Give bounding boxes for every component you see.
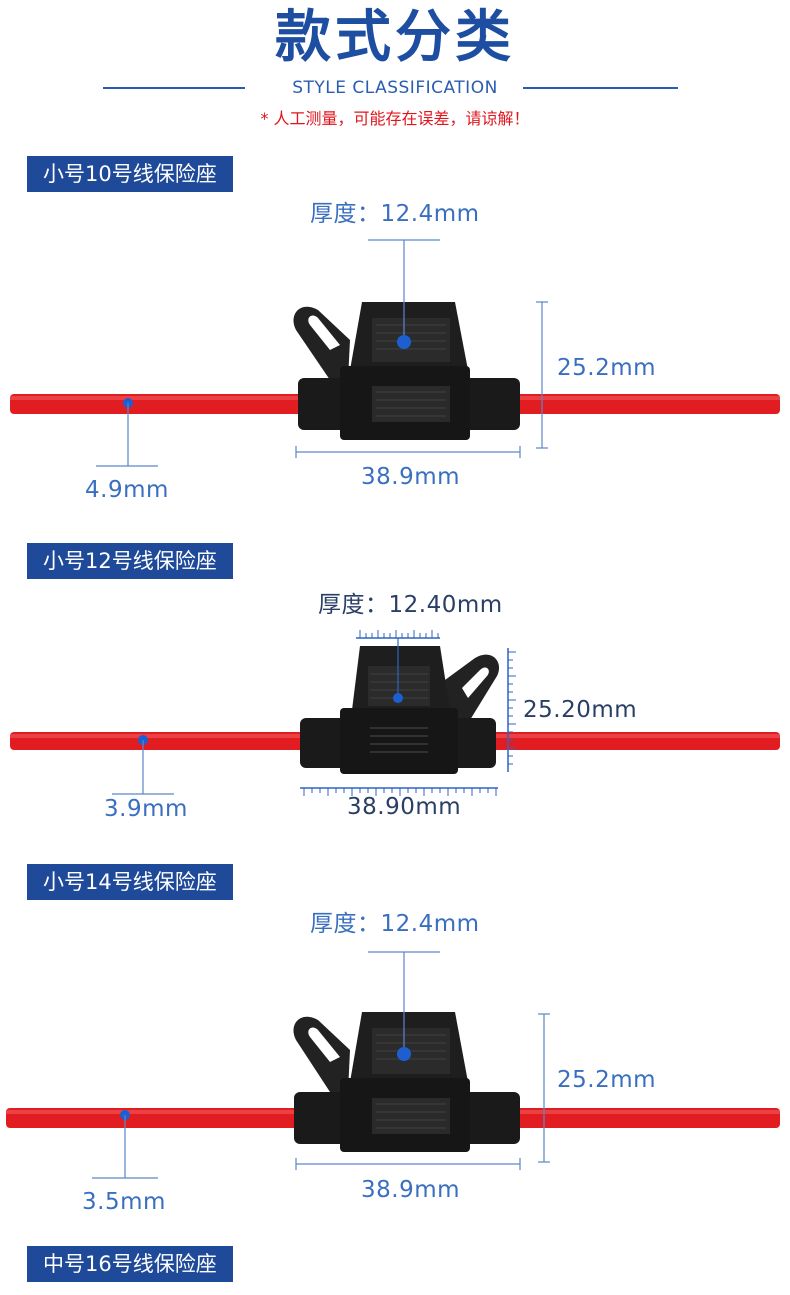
section-label-16: 中号16号线保险座 <box>27 1246 233 1282</box>
wire-diameter-dimension: 3.9mm <box>104 796 188 822</box>
fuse-holder-image <box>10 630 780 796</box>
fuse-holder-image <box>6 951 780 1179</box>
thickness-point <box>397 335 411 349</box>
thickness-dimension: 厚度：12.40mm <box>318 592 503 618</box>
measurement-note: * 人工测量，可能存在误差，请谅解！ <box>260 109 530 128</box>
section-label-10: 小号10号线保险座 <box>27 156 233 192</box>
page-subtitle: STYLE CLASSIFICATION <box>292 78 498 98</box>
title-rule-right <box>523 87 678 89</box>
title-rule-left <box>103 87 245 89</box>
product-figure-10: 厚度：12.4mm 25.2mm 38.9mm 4.9mm <box>0 190 790 510</box>
height-dimension: 25.20mm <box>523 697 638 723</box>
height-dimension: 25.2mm <box>557 355 657 381</box>
product-figure-14: 厚度：12.4mm 25.2mm 38.9mm 3.5mm <box>0 900 790 1230</box>
section-label-14: 小号14号线保险座 <box>27 864 233 900</box>
wire-diameter-dimension: 4.9mm <box>85 477 169 503</box>
product-figure-12: 厚度：12.40mm 25.20mm 38.90mm 3.9mm <box>0 580 790 860</box>
width-dimension: 38.9mm <box>361 1177 461 1203</box>
thickness-dimension: 厚度：12.4mm <box>310 911 480 937</box>
width-dimension: 38.9mm <box>361 464 461 490</box>
page-title: 款式分类 <box>275 5 515 70</box>
section-label-12: 小号12号线保险座 <box>27 543 233 579</box>
height-dimension: 25.2mm <box>557 1067 657 1093</box>
width-dimension: 38.90mm <box>347 794 462 820</box>
thickness-point <box>397 1047 411 1061</box>
thickness-dimension: 厚度：12.4mm <box>310 201 480 227</box>
holder-loop-tab <box>293 306 350 380</box>
wire-diameter-dimension: 3.5mm <box>82 1189 166 1215</box>
thickness-point <box>393 693 403 703</box>
fuse-holder-image <box>10 239 780 467</box>
holder-loop-tab <box>293 1016 350 1092</box>
